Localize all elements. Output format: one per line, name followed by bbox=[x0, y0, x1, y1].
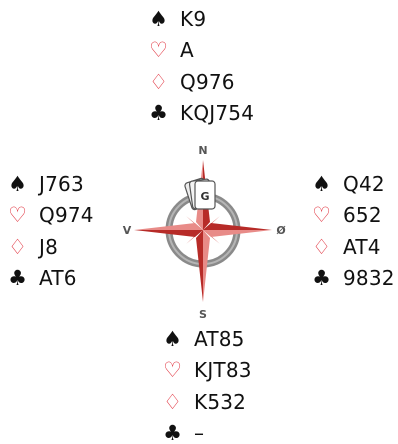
compass-east-label: Ø bbox=[276, 224, 286, 237]
east-hand: ♠ Q42 ♡ 652 ♢ AT4 ♣ 9832 bbox=[309, 168, 395, 294]
club-icon: ♣ bbox=[160, 421, 185, 444]
north-diamonds-row: ♢ Q976 bbox=[146, 66, 254, 98]
club-icon: ♣ bbox=[146, 101, 171, 125]
heart-icon: ♡ bbox=[146, 38, 171, 62]
east-hearts-row: ♡ 652 bbox=[309, 200, 395, 232]
west-spades-row: ♠ J763 bbox=[5, 168, 94, 200]
north-diamonds-cards: Q976 bbox=[180, 70, 235, 94]
diamond-icon: ♢ bbox=[146, 70, 171, 94]
south-diamonds-row: ♢ K532 bbox=[160, 386, 252, 418]
compass-south-label: S bbox=[199, 308, 207, 321]
west-spades-cards: J763 bbox=[39, 172, 84, 196]
north-spades-cards: K9 bbox=[180, 7, 206, 31]
spade-icon: ♠ bbox=[5, 172, 30, 196]
south-spades-row: ♠ AT85 bbox=[160, 323, 252, 355]
south-clubs-cards: – bbox=[194, 421, 204, 444]
north-clubs-cards: KQJ754 bbox=[180, 101, 254, 125]
compass-rose: G N S V Ø bbox=[118, 142, 288, 322]
north-clubs-row: ♣ KQJ754 bbox=[146, 98, 254, 130]
heart-icon: ♡ bbox=[5, 203, 30, 227]
west-hearts-cards: Q974 bbox=[39, 203, 94, 227]
dealer-mark: G bbox=[200, 190, 209, 203]
east-spades-cards: Q42 bbox=[343, 172, 385, 196]
dealer-card-stack-icon: G bbox=[184, 178, 215, 211]
west-hearts-row: ♡ Q974 bbox=[5, 200, 94, 232]
west-hand: ♠ J763 ♡ Q974 ♢ J8 ♣ AT6 bbox=[5, 168, 94, 294]
spade-icon: ♠ bbox=[160, 327, 185, 351]
north-spades-row: ♠ K9 bbox=[146, 3, 254, 35]
diamond-icon: ♢ bbox=[5, 235, 30, 259]
north-hearts-row: ♡ A bbox=[146, 35, 254, 67]
south-diamonds-cards: K532 bbox=[194, 390, 246, 414]
east-clubs-row: ♣ 9832 bbox=[309, 263, 395, 295]
west-diamonds-cards: J8 bbox=[39, 235, 58, 259]
spade-icon: ♠ bbox=[146, 7, 171, 31]
south-spades-cards: AT85 bbox=[194, 327, 245, 351]
diamond-icon: ♢ bbox=[160, 390, 185, 414]
heart-icon: ♡ bbox=[160, 358, 185, 382]
heart-icon: ♡ bbox=[309, 203, 334, 227]
east-hearts-cards: 652 bbox=[343, 203, 382, 227]
club-icon: ♣ bbox=[309, 266, 334, 290]
compass-north-label: N bbox=[198, 144, 207, 157]
east-clubs-cards: 9832 bbox=[343, 266, 395, 290]
south-hearts-cards: KJT83 bbox=[194, 358, 252, 382]
west-diamonds-row: ♢ J8 bbox=[5, 231, 94, 263]
north-hand: ♠ K9 ♡ A ♢ Q976 ♣ KQJ754 bbox=[146, 3, 254, 129]
spade-icon: ♠ bbox=[309, 172, 334, 196]
south-hearts-row: ♡ KJT83 bbox=[160, 355, 252, 387]
east-diamonds-row: ♢ AT4 bbox=[309, 231, 395, 263]
south-clubs-row: ♣ – bbox=[160, 418, 252, 444]
diamond-icon: ♢ bbox=[309, 235, 334, 259]
south-hand: ♠ AT85 ♡ KJT83 ♢ K532 ♣ – bbox=[160, 323, 252, 444]
east-diamonds-cards: AT4 bbox=[343, 235, 381, 259]
compass-west-label: V bbox=[123, 224, 132, 237]
east-spades-row: ♠ Q42 bbox=[309, 168, 395, 200]
club-icon: ♣ bbox=[5, 266, 30, 290]
north-hearts-cards: A bbox=[180, 38, 194, 62]
west-clubs-cards: AT6 bbox=[39, 266, 77, 290]
west-clubs-row: ♣ AT6 bbox=[5, 263, 94, 295]
